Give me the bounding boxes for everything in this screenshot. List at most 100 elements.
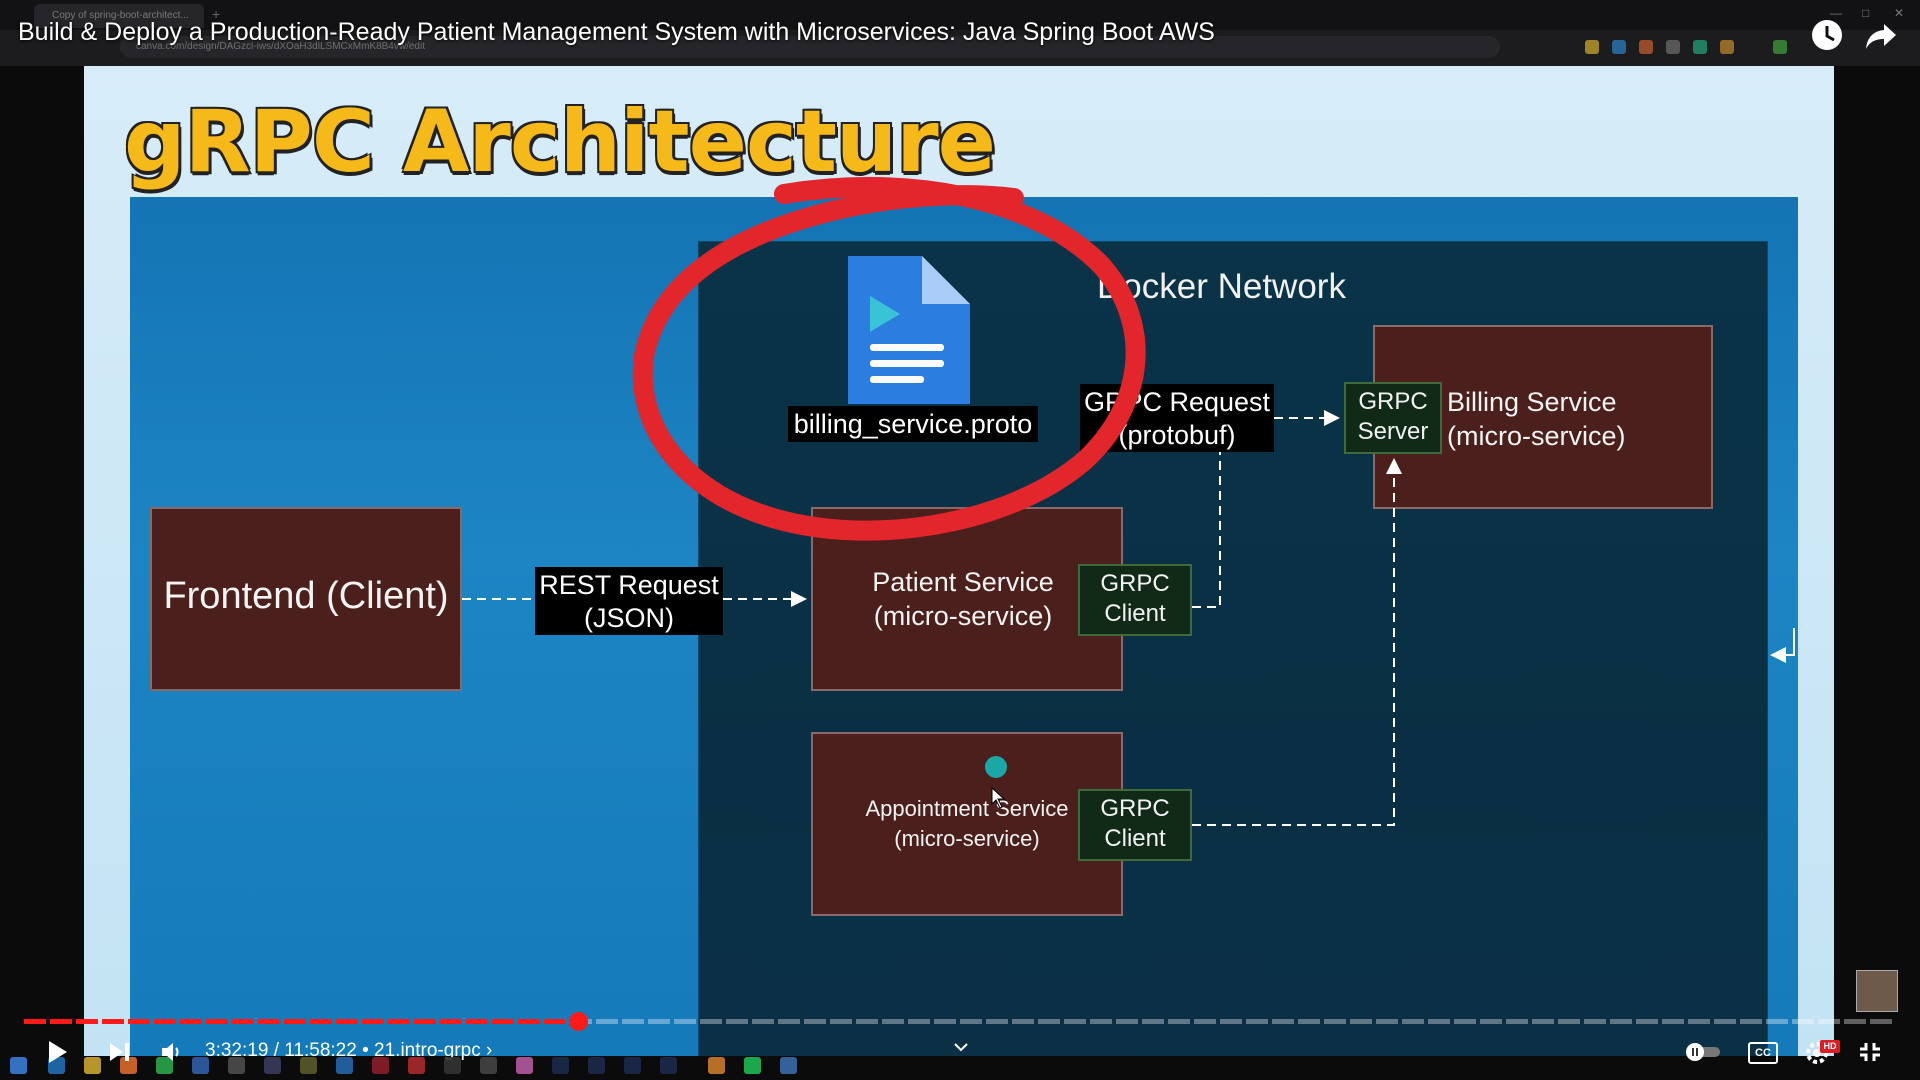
slide-canvas: gRPC Architecture Docker Network Fronten…	[84, 66, 1834, 1056]
rest-request-line2: (JSON)	[584, 603, 674, 633]
grpc-client-line1: GRPC	[1100, 570, 1170, 597]
exit-fullscreen-icon[interactable]	[1858, 1041, 1882, 1063]
captions-icon[interactable]: CC	[1748, 1042, 1778, 1064]
appointment-service-name: Appointment Service	[865, 796, 1069, 821]
taskbar-app-icon[interactable]	[156, 1057, 173, 1074]
annotation-circle	[632, 177, 1146, 541]
appointment-service-box: Appointment Service (micro-service)	[811, 732, 1123, 916]
scrubber-handle[interactable]	[568, 1012, 588, 1031]
share-icon[interactable]	[1862, 16, 1900, 54]
taskbar-app-icon[interactable]	[744, 1057, 761, 1074]
diagram-overlay	[462, 177, 1795, 826]
play-icon[interactable]	[44, 1039, 70, 1065]
taskbar-app-icon[interactable]	[444, 1057, 461, 1074]
grpc-client-line2: Client	[1104, 600, 1166, 627]
time-display[interactable]: 3:32:19 / 11:58:22 • 21.intro-grpc ›	[205, 1040, 492, 1062]
extension-icon[interactable]	[1666, 40, 1680, 54]
grpc-client-appointment: GRPC Client	[1078, 789, 1192, 861]
grpc-server-line2: Server	[1357, 418, 1429, 445]
frontend-label: Frontend (Client)	[163, 575, 449, 617]
rest-request-label: REST Request (JSON)	[535, 567, 723, 635]
taskbar-app-icon[interactable]	[84, 1057, 101, 1074]
time-separator: /	[273, 1040, 285, 1061]
taskbar-app-icon[interactable]	[480, 1057, 497, 1074]
taskbar-app-icon[interactable]	[408, 1057, 425, 1074]
taskbar-app-icon[interactable]	[264, 1057, 281, 1074]
taskbar-app-icon[interactable]	[780, 1057, 797, 1074]
mouse-cursor-icon	[991, 786, 1006, 809]
grpc-client-line2: Client	[1104, 825, 1166, 852]
taskbar-app-icon[interactable]	[48, 1057, 65, 1074]
tab-strip: Copy of spring-boot-architect... + — □ ✕	[0, 0, 1920, 30]
grpc-connector-patient	[1192, 452, 1221, 608]
new-tab-icon[interactable]: +	[212, 6, 221, 22]
grpc-request-label: GRPC Request (protobuf)	[1080, 384, 1274, 452]
cursor-highlight	[985, 756, 1007, 778]
grpc-server-billing: GRPC Server	[1344, 382, 1442, 454]
grpc-request-line2: (protobuf)	[1118, 420, 1236, 450]
chapter-chevron-icon: ›	[485, 1040, 493, 1061]
extension-icon[interactable]	[1639, 40, 1653, 54]
maximize-icon[interactable]: □	[1862, 6, 1870, 20]
avatar[interactable]	[1856, 970, 1898, 1012]
external-arrow	[1770, 628, 1795, 663]
grpc-connector-appointment	[1192, 458, 1402, 826]
chevron-down-icon[interactable]	[952, 1040, 970, 1054]
time-current: 3:32:19	[205, 1040, 269, 1061]
minimize-icon[interactable]: —	[1830, 6, 1842, 20]
document-icon	[848, 256, 970, 404]
chapter-separator: •	[362, 1040, 375, 1061]
taskbar-app-icon[interactable]	[588, 1057, 605, 1074]
taskbar-app-icon[interactable]	[300, 1057, 317, 1074]
extension-icon[interactable]	[1585, 40, 1599, 54]
grpc-client-line1: GRPC	[1100, 795, 1170, 822]
grpc-server-line1: GRPC	[1358, 388, 1428, 415]
docker-network-label: Docker Network	[1097, 267, 1346, 306]
taskbar-app-icon[interactable]	[516, 1057, 533, 1074]
taskbar-app-icon[interactable]	[228, 1057, 245, 1074]
extension-icon[interactable]	[1720, 40, 1734, 54]
rest-request-line1: REST Request	[539, 570, 719, 600]
chapter-title[interactable]: 21.intro-grpc	[374, 1040, 481, 1061]
taskbar-app-icon[interactable]	[372, 1057, 389, 1074]
taskbar-app-icon[interactable]	[552, 1057, 569, 1074]
taskbar-app-icon[interactable]	[660, 1057, 677, 1074]
frontend-box: Frontend (Client)	[150, 507, 462, 691]
appointment-service-label: Appointment Service (micro-service)	[813, 794, 1121, 854]
next-icon[interactable]	[108, 1041, 132, 1063]
billing-service-name: Billing Service	[1447, 387, 1617, 417]
billing-service-box: Billing Service (micro-service)	[1373, 325, 1713, 509]
extension-icon[interactable]	[1773, 40, 1787, 54]
taskbar-app-icon[interactable]	[120, 1057, 137, 1074]
watch-later-icon[interactable]	[1808, 16, 1846, 54]
billing-service-type: (micro-service)	[1447, 421, 1626, 451]
browser-chrome: Copy of spring-boot-architect... + — □ ✕…	[0, 0, 1920, 66]
volume-icon[interactable]	[160, 1041, 184, 1063]
video-title[interactable]: Build & Deploy a Production-Ready Patien…	[18, 18, 1215, 46]
patient-service-name: Patient Service	[872, 567, 1054, 597]
appointment-service-type: (micro-service)	[894, 826, 1040, 851]
time-total: 11:58:22	[284, 1040, 357, 1061]
grpc-client-patient: GRPC Client	[1078, 564, 1192, 636]
extension-icon[interactable]	[1612, 40, 1626, 54]
patient-service-type: (micro-service)	[873, 601, 1053, 631]
progress-fill	[24, 1019, 578, 1024]
autoplay-toggle-icon[interactable]	[1684, 1041, 1722, 1063]
taskbar-app-icon[interactable]	[192, 1057, 209, 1074]
extension-icon[interactable]	[1693, 40, 1707, 54]
os-taskbar	[0, 1052, 1920, 1080]
taskbar-app-icon[interactable]	[708, 1057, 725, 1074]
taskbar-app-icon[interactable]	[336, 1057, 353, 1074]
taskbar-app-icon[interactable]	[624, 1057, 641, 1074]
billing-service-label: Billing Service (micro-service)	[1447, 385, 1687, 453]
close-window-icon[interactable]: ✕	[1894, 6, 1905, 20]
proto-file-label: billing_service.proto	[788, 406, 1038, 442]
settings-icon[interactable]	[1804, 1038, 1834, 1066]
start-icon[interactable]	[10, 1057, 27, 1074]
progress-track[interactable]	[24, 1019, 1896, 1024]
patient-service-label: Patient Service (micro-service)	[813, 565, 1113, 633]
browser-tab[interactable]: Copy of spring-boot-architect...	[34, 4, 204, 28]
hd-badge: HD	[1820, 1040, 1840, 1053]
slide-title: gRPC Architecture	[124, 92, 996, 192]
address-bar[interactable]: canva.com/design/DAGzcl-iws/dXOaH3dlLSMC…	[120, 36, 1500, 58]
